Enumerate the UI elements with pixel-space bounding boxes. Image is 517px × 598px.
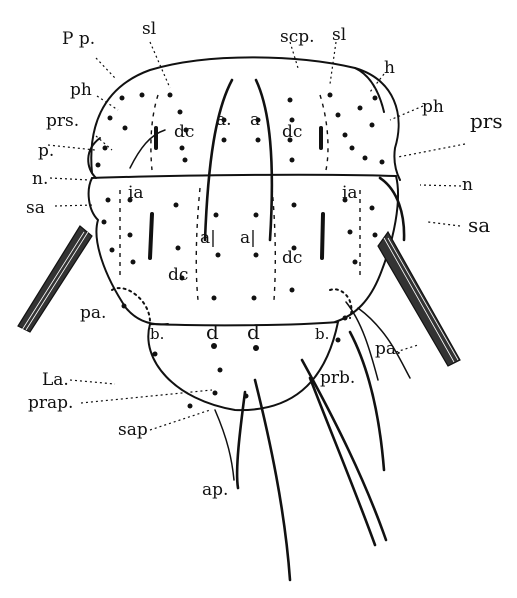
label-a-lower-left: a| xyxy=(200,228,216,248)
label-ia-left: ia xyxy=(128,183,144,203)
label-pa-right: pa. xyxy=(375,339,401,359)
anterior-bulge-left xyxy=(88,138,100,178)
label-la: La. xyxy=(42,370,69,390)
label-prap: prap. xyxy=(28,393,73,413)
label-sa-left: sa xyxy=(26,198,45,218)
label-a-lower-right: a| xyxy=(240,228,256,248)
label-prs-left: prs. xyxy=(46,111,79,131)
label-dc-lower-left: dc xyxy=(168,265,188,285)
bristles xyxy=(205,80,404,580)
label-d-right: d xyxy=(247,320,260,344)
labels: P p. sl scp. sl h ph ph prs. prs p. n. n… xyxy=(26,19,503,500)
label-dc-upper-left: dc xyxy=(174,122,194,142)
label-pp: P p. xyxy=(62,29,95,49)
label-sap: sap xyxy=(118,420,148,440)
label-ia-right: ia xyxy=(342,183,358,203)
label-h: h xyxy=(384,58,395,78)
label-d-left: d xyxy=(206,320,219,344)
label-n-left: n. xyxy=(32,169,48,189)
label-dc-upper-right: dc xyxy=(282,122,302,142)
label-sl-left: sl xyxy=(142,19,156,39)
label-a-upper-left: a. xyxy=(216,110,232,130)
label-a-upper-right: a xyxy=(250,110,260,130)
label-b-left: b. xyxy=(150,325,164,343)
setae xyxy=(96,93,385,409)
label-n-right: n xyxy=(462,175,473,195)
label-sa-right: sa xyxy=(468,213,490,237)
label-ph-right: ph xyxy=(422,97,444,117)
label-dc-lower-right: dc xyxy=(282,248,302,268)
label-scp: scp. xyxy=(280,27,315,47)
label-p: p. xyxy=(38,141,54,161)
suture xyxy=(92,175,396,178)
label-pa-left: pa. xyxy=(80,303,106,323)
prescutum-outline xyxy=(91,57,400,180)
label-ap: ap. xyxy=(202,480,228,500)
label-prb: prb. xyxy=(320,368,355,388)
label-prs-right: prs xyxy=(470,109,503,133)
leader-lines xyxy=(48,42,465,430)
label-ph-left: ph xyxy=(70,80,92,100)
label-b-right: b. xyxy=(315,325,329,343)
label-sl-right: sl xyxy=(332,25,346,45)
